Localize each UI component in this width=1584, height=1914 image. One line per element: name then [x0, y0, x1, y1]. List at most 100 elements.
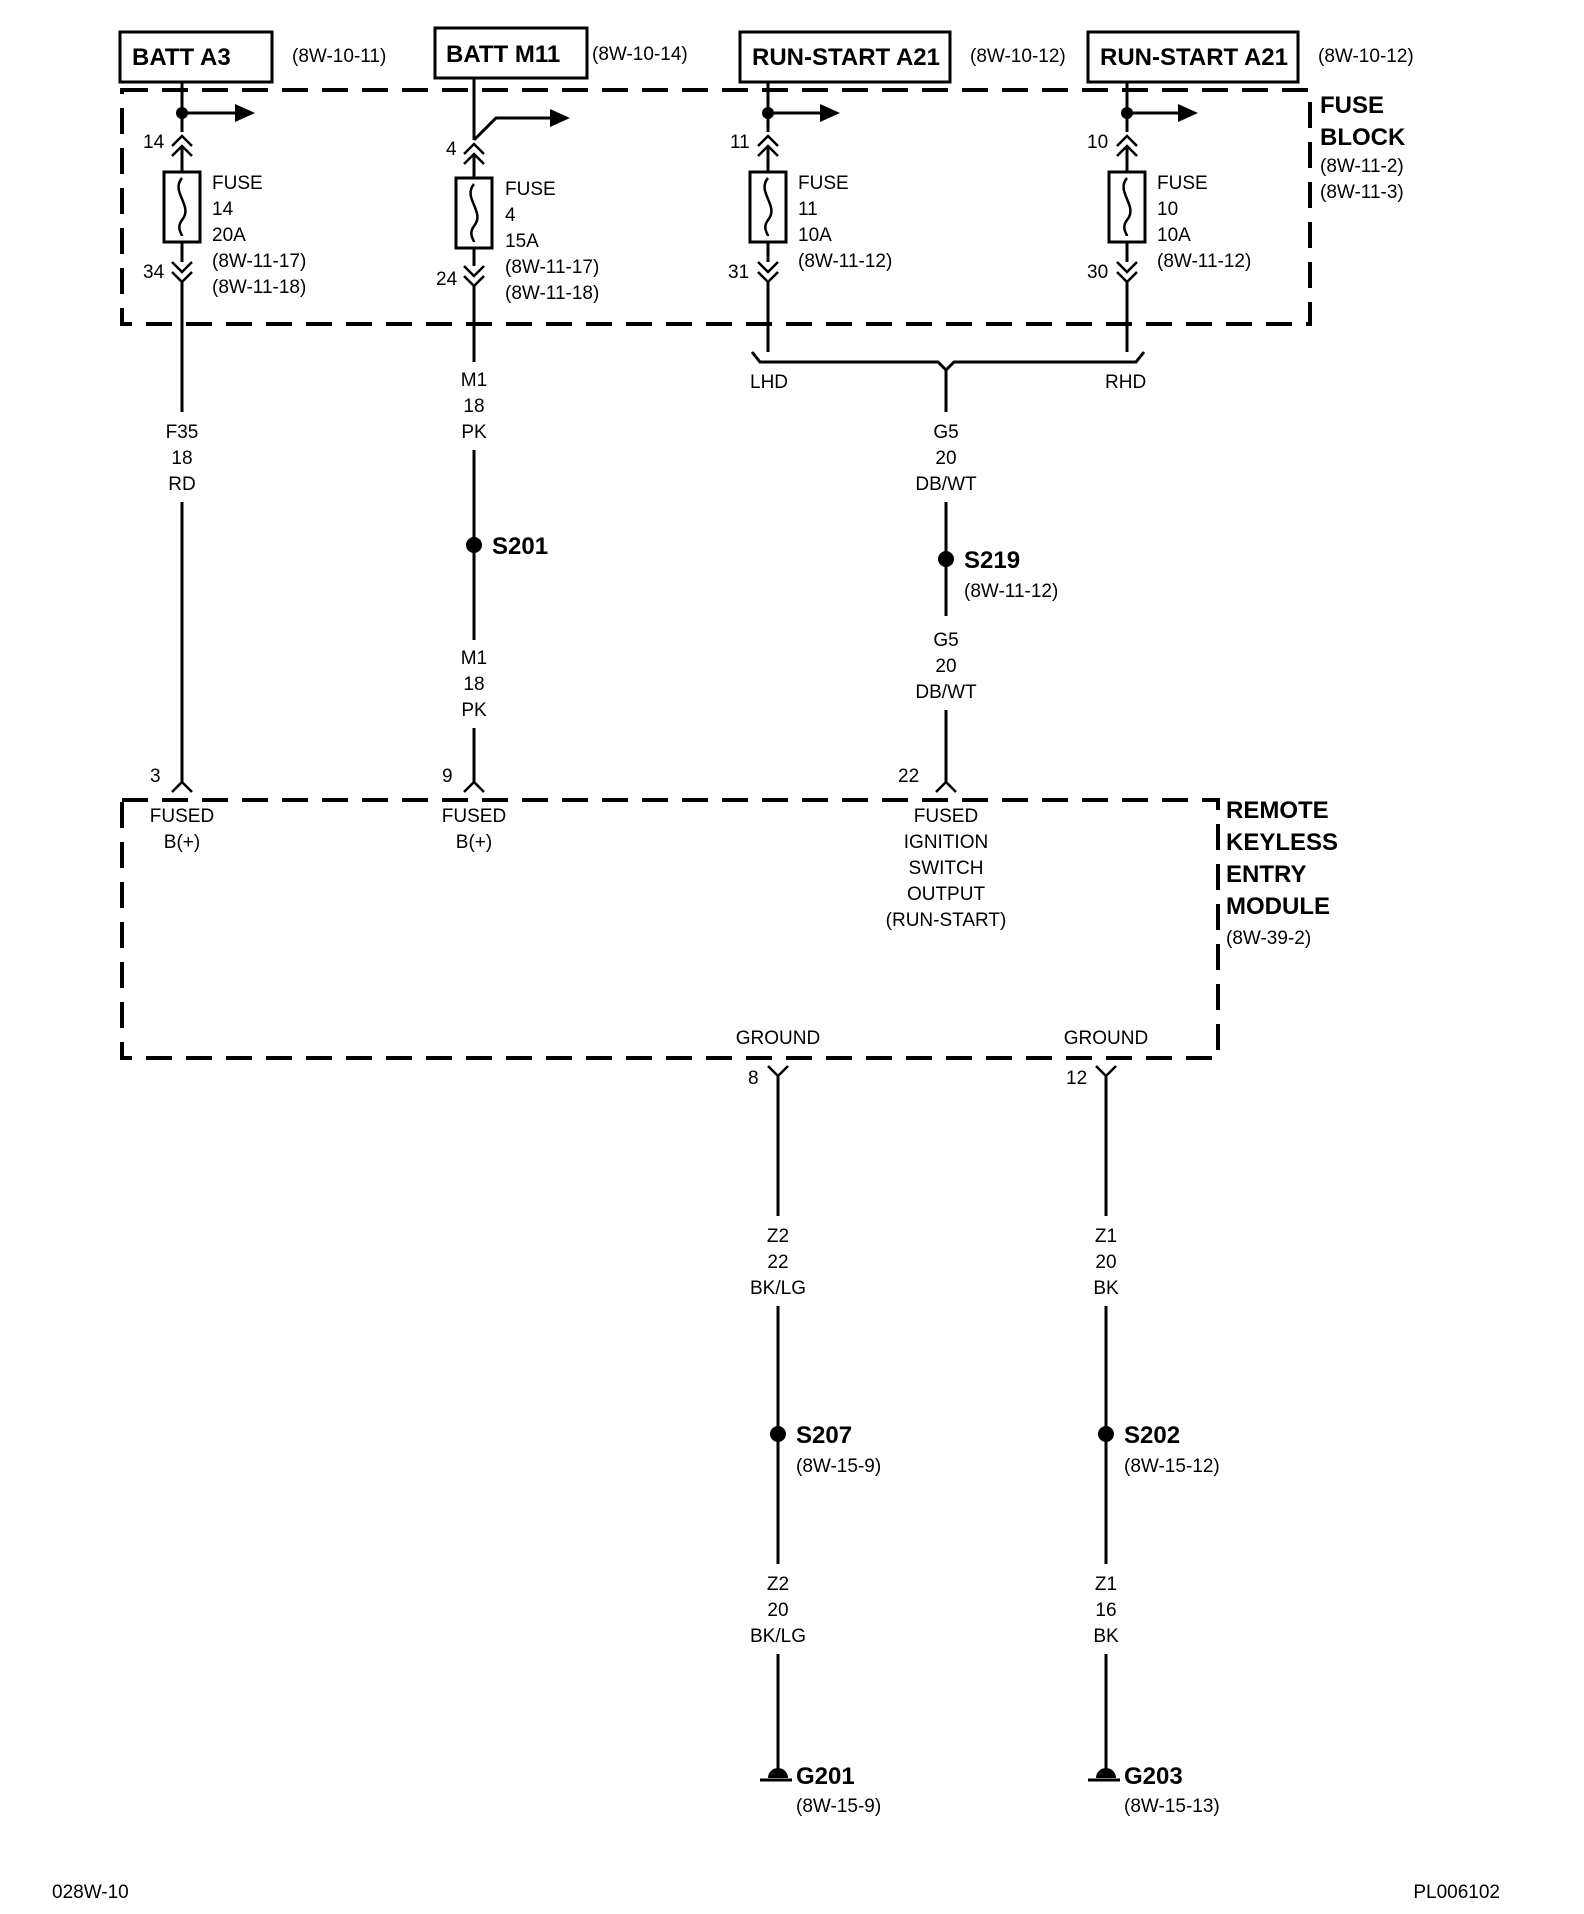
- wire-gauge: 18: [463, 396, 484, 417]
- wire-gauge: 20: [935, 448, 956, 469]
- module-pin-3: 3 FUSED B(+): [150, 766, 214, 853]
- wire-circuit: M1: [461, 648, 487, 669]
- fuse-block-title-line2: BLOCK: [1320, 124, 1406, 151]
- splice-ref: (8W-11-12): [964, 581, 1058, 602]
- fuse-rating: 10A: [798, 225, 832, 246]
- pin-number: 12: [1066, 1068, 1087, 1089]
- wire-gauge: 18: [171, 448, 192, 469]
- wire-circuit: Z2: [767, 1226, 789, 1247]
- wire-m1: M1 18 PK M1 18 PK: [461, 286, 487, 782]
- ground-g203: G203 (8W-15-13): [1088, 1763, 1220, 1817]
- fuse-rating: 15A: [505, 231, 539, 252]
- wire-circuit: G5: [933, 422, 958, 443]
- wire-color: BK/LG: [750, 1278, 806, 1299]
- wire-circuit: Z2: [767, 1574, 789, 1595]
- wire-circuit: G5: [933, 630, 958, 651]
- splice-s201: S201: [466, 533, 548, 560]
- fuse-block-ref: (8W-11-2): [1320, 156, 1404, 177]
- source-ref: (8W-10-12): [970, 46, 1066, 67]
- fuse-number: 10: [1157, 199, 1178, 220]
- fuse-number: 11: [798, 199, 818, 220]
- wire-circuit: Z1: [1095, 1226, 1117, 1247]
- splice-s219: S219 (8W-11-12): [938, 547, 1058, 602]
- fuse-ref: (8W-11-18): [505, 283, 599, 304]
- wire-gauge: 20: [1095, 1252, 1116, 1273]
- source-ref: (8W-10-12): [1318, 46, 1414, 67]
- module-pin-22: 22 FUSED IGNITION SWITCH OUTPUT (RUN-STA…: [886, 766, 1007, 931]
- pin-function: IGNITION: [904, 832, 988, 853]
- fuse-word: FUSE: [1157, 173, 1208, 194]
- wire-f35: F35 18 RD: [166, 282, 199, 782]
- footer-right: PL006102: [1413, 1882, 1500, 1903]
- splice-s202: S202 (8W-15-12): [1098, 1422, 1220, 1477]
- wire-color: BK: [1093, 1626, 1119, 1647]
- ground-ref: (8W-15-13): [1124, 1796, 1220, 1817]
- module-title-line: KEYLESS: [1226, 829, 1338, 856]
- wire-color: BK: [1093, 1278, 1119, 1299]
- wire-color: RD: [168, 474, 195, 495]
- source-batt-a3: BATT A3 (8W-10-11): [118, 30, 386, 84]
- fuse-rating: 20A: [212, 225, 246, 246]
- wire-gauge: 18: [463, 674, 484, 695]
- splice-s207: S207 (8W-15-9): [770, 1422, 881, 1477]
- fuse-ref: (8W-11-12): [1157, 251, 1251, 272]
- wire-g5: G5 20 DB/WT G5 20 DB/WT: [915, 422, 977, 782]
- wire-z1: Z1 20 BK Z1 16 BK: [1093, 1076, 1119, 1778]
- source-label: RUN-START A21: [1100, 44, 1288, 71]
- lhd-rhd-bracket: LHD RHD: [750, 282, 1146, 412]
- fuse-pin-out: 24: [436, 269, 458, 290]
- pin-number: 8: [748, 1068, 759, 1089]
- source-label: BATT A3: [132, 44, 231, 71]
- wire-gauge: 20: [935, 656, 956, 677]
- fuse-ref: (8W-11-18): [212, 277, 306, 298]
- wire-color: PK: [461, 700, 487, 721]
- pin-function: SWITCH: [909, 858, 984, 879]
- pin-function: FUSED: [914, 806, 978, 827]
- pin-function: FUSED: [442, 806, 506, 827]
- ground-g201: G201 (8W-15-9): [760, 1763, 881, 1817]
- footer-left: 028W-10: [52, 1882, 129, 1903]
- splice-label: S201: [492, 533, 548, 560]
- ground-label: G203: [1124, 1763, 1183, 1790]
- fuse-number: 4: [505, 205, 516, 226]
- wire-gauge: 16: [1095, 1600, 1116, 1621]
- wire-color: DB/WT: [915, 682, 977, 703]
- fuse-ref: (8W-11-12): [798, 251, 892, 272]
- wire-circuit: M1: [461, 370, 487, 391]
- splice-ref: (8W-15-12): [1124, 1456, 1220, 1477]
- splice-label: S219: [964, 547, 1020, 574]
- module-pin-12: GROUND 12: [1064, 1028, 1148, 1089]
- source-batt-m11: BATT M11 (8W-10-14): [433, 26, 688, 80]
- pin-function: (RUN-START): [886, 910, 1007, 931]
- fuse-pin-out: 30: [1087, 262, 1108, 283]
- fuse-pin-in: 4: [446, 139, 457, 160]
- wire-color: DB/WT: [915, 474, 977, 495]
- source-ref: (8W-10-11): [292, 46, 386, 67]
- fuse-ref: (8W-11-17): [212, 251, 306, 272]
- lhd-label: LHD: [750, 372, 788, 393]
- pin-function: B(+): [164, 832, 200, 853]
- pin-number: 3: [150, 766, 161, 787]
- wire-circuit: F35: [166, 422, 199, 443]
- fuse-pin-in: 14: [143, 132, 165, 153]
- fuse-block-title: FUSE BLOCK (8W-11-2) (8W-11-3): [1320, 92, 1406, 203]
- wire-gauge: 20: [767, 1600, 788, 1621]
- source-run-start-a21-rhd: RUN-START A21 (8W-10-12): [1086, 30, 1414, 84]
- fuse-word: FUSE: [798, 173, 849, 194]
- fuse-word: FUSE: [212, 173, 263, 194]
- fuse-block-title-line1: FUSE: [1320, 92, 1384, 119]
- pin-function: FUSED: [150, 806, 214, 827]
- wire-color: PK: [461, 422, 487, 443]
- pin-function: OUTPUT: [907, 884, 986, 905]
- module-title-line: REMOTE: [1226, 797, 1329, 824]
- fuse-pin-out: 34: [143, 262, 165, 283]
- source-run-start-a21-lhd: RUN-START A21 (8W-10-12): [738, 30, 1066, 84]
- wire-circuit: Z1: [1095, 1574, 1117, 1595]
- rhd-label: RHD: [1105, 372, 1146, 393]
- module-ref: (8W-39-2): [1226, 928, 1311, 949]
- splice-ref: (8W-15-9): [796, 1456, 881, 1477]
- splice-label: S207: [796, 1422, 852, 1449]
- ground-label: G201: [796, 1763, 855, 1790]
- fuse-rating: 10A: [1157, 225, 1191, 246]
